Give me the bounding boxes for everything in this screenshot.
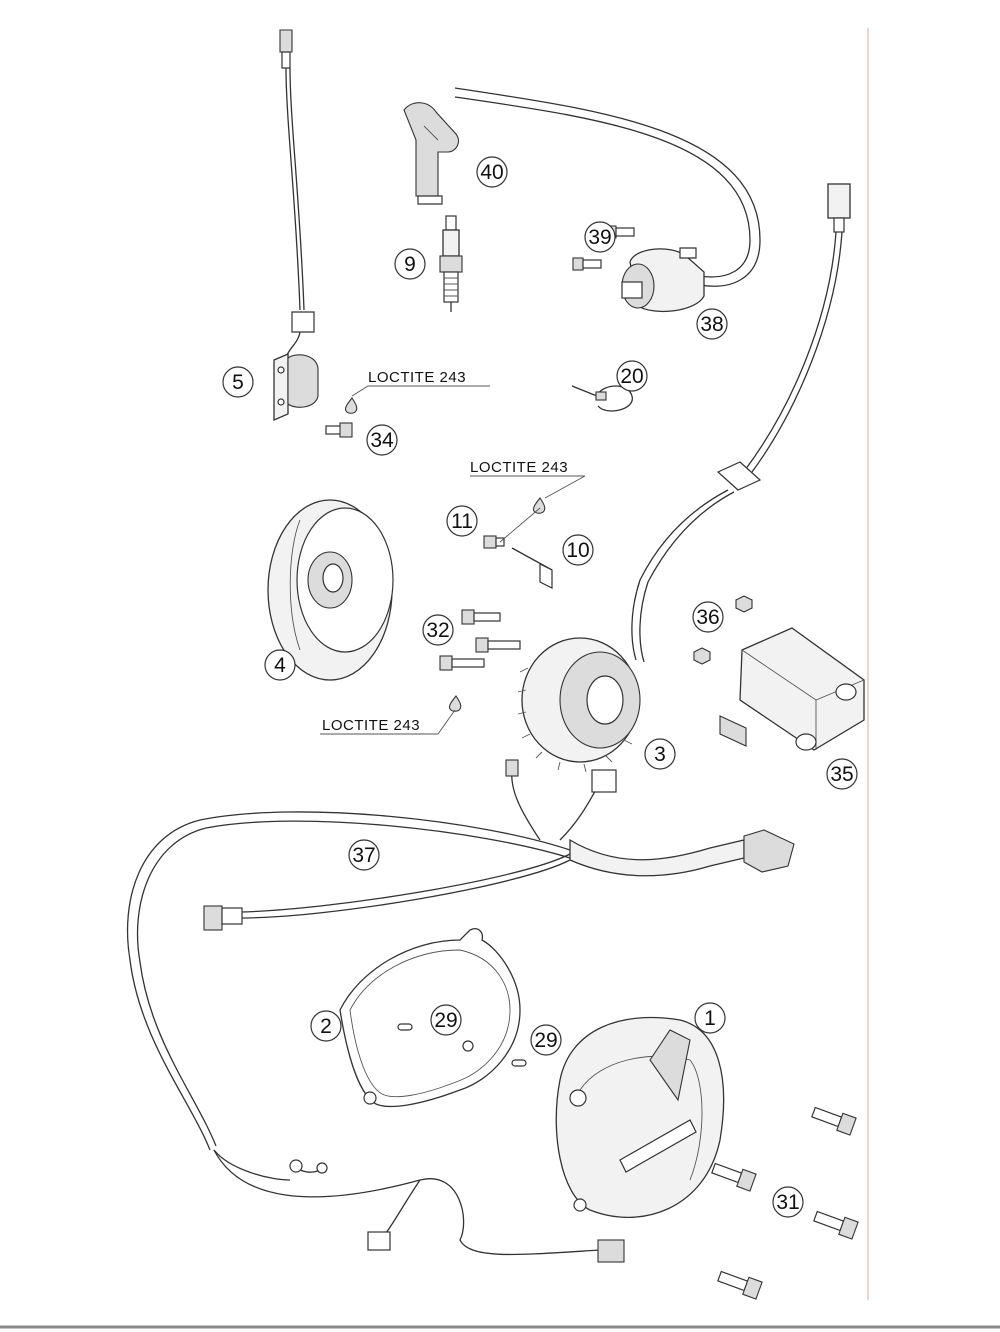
- spark-plug-drawing: [439, 215, 463, 312]
- part-bubble-34[interactable]: 34: [366, 424, 398, 456]
- part-number: 29: [534, 1029, 557, 1052]
- part-bubble-5[interactable]: 5: [222, 366, 254, 398]
- part-number: 40: [480, 161, 503, 184]
- part-bubble-37[interactable]: 37: [348, 839, 380, 871]
- cable-tie-drawing: [571, 385, 633, 412]
- part-number: 4: [274, 654, 286, 677]
- part-number: 11: [451, 510, 473, 533]
- part-bubble-35[interactable]: 35: [826, 758, 858, 790]
- part-number: 1: [704, 1007, 716, 1030]
- part-number: 20: [620, 365, 643, 388]
- part-bubble-39[interactable]: 39: [584, 221, 616, 253]
- part-number: 5: [232, 371, 244, 394]
- loctite-callout-b: LOCTITE 243: [470, 459, 568, 476]
- part-number: 3: [654, 743, 666, 766]
- part-bubble-38[interactable]: 38: [696, 308, 728, 340]
- part-bubble-4[interactable]: 4: [264, 649, 296, 681]
- part-bubble-2[interactable]: 2: [310, 1010, 342, 1042]
- part-number: 39: [588, 226, 611, 249]
- loctite-callout-a: LOCTITE 243: [368, 369, 466, 386]
- ht-lead-drawing: [454, 87, 761, 287]
- ignition-cover-drawing: [555, 1016, 725, 1218]
- ignition-coil-drawing: [621, 247, 705, 313]
- part-bubble-20[interactable]: 20: [616, 360, 648, 392]
- flywheel-rotor-drawing: [267, 499, 394, 681]
- part-number: 32: [426, 619, 449, 642]
- part-bubble-40[interactable]: 40: [476, 156, 508, 188]
- screw-and-plate-drawing: [483, 535, 553, 589]
- loctite-callout-c: LOCTITE 243: [322, 717, 420, 734]
- part-bubble-31[interactable]: 31: [772, 1186, 804, 1218]
- gasket-drawing: [339, 928, 521, 1108]
- part-bubble-29a[interactable]: 29: [430, 1004, 462, 1036]
- regulator-drawing: [693, 595, 865, 751]
- part-bubble-10[interactable]: 10: [562, 534, 594, 566]
- part-bubble-36[interactable]: 36: [692, 601, 724, 633]
- sensor-screw-drawing: [325, 422, 353, 438]
- part-number: 2: [320, 1015, 332, 1038]
- stator-drawing: [517, 637, 641, 773]
- part-bubble-3[interactable]: 3: [644, 738, 676, 770]
- part-bubble-29b[interactable]: 29: [530, 1024, 562, 1056]
- cover-screws-drawing: [711, 1106, 859, 1300]
- part-bubble-9[interactable]: 9: [394, 248, 426, 280]
- part-number: 38: [700, 313, 723, 336]
- part-number: 34: [370, 429, 394, 452]
- loctite-drops: [344, 397, 546, 712]
- wiring-harness-drawing: [126, 759, 795, 1263]
- dowel-pins-drawing: [397, 1023, 527, 1067]
- spark-plug-boot-drawing: [403, 102, 459, 205]
- pickup-sensor-drawing: [273, 29, 319, 421]
- part-number: 31: [776, 1191, 799, 1214]
- part-number: 10: [566, 539, 589, 562]
- part-bubble-11[interactable]: 11: [446, 505, 478, 537]
- part-number: 9: [404, 253, 416, 276]
- part-number: 37: [352, 844, 375, 867]
- part-bubble-32[interactable]: 32: [422, 614, 454, 646]
- loctite-callout-lines: [320, 385, 586, 735]
- part-number: 29: [434, 1009, 457, 1032]
- stator-bolts-drawing: [439, 609, 521, 671]
- stator-cable-drawing: [631, 183, 851, 663]
- part-number: 35: [830, 763, 853, 786]
- part-bubble-1[interactable]: 1: [694, 1002, 726, 1034]
- part-number: 36: [696, 606, 719, 629]
